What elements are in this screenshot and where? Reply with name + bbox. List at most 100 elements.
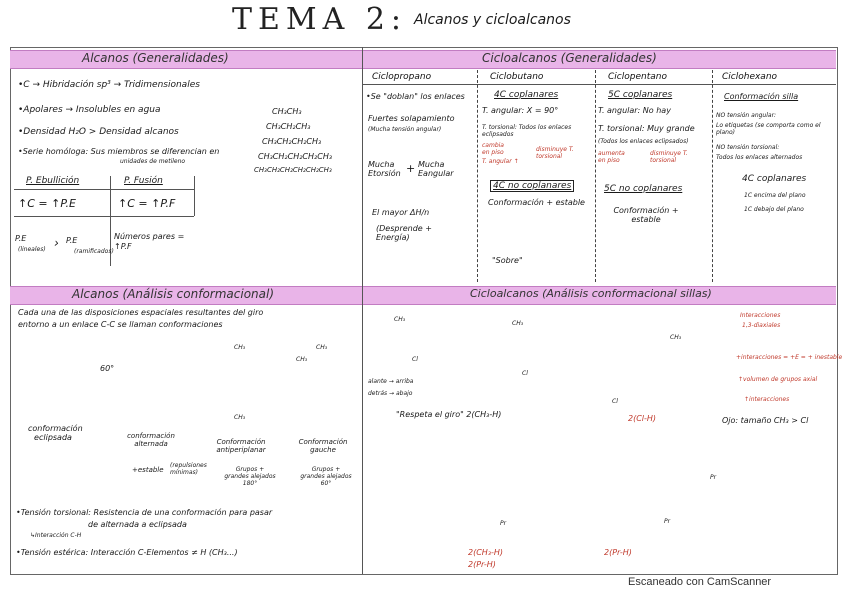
newman-repulsiones: (repulsiones mínimas) [170,462,207,476]
col-ciclopentano: Ciclopentano [608,72,667,82]
chair2-cl: Cl [612,398,618,405]
section-title-alcanos-conf: Alcanos (Análisis conformacional) [72,287,275,301]
cp-plus: + [406,162,416,175]
band-ciclo-gen [363,50,836,69]
pe-compare-b-sub: (ramificados) [74,248,114,255]
newman-label-antiperiplanar: Conformación antiperiplanar [216,438,266,454]
ch-a: Conformación silla [724,92,799,101]
scanner-footer: Escaneado con CamScanner [628,576,772,588]
cp-a: •Se "doblan" los enlaces [366,92,465,101]
alc-line-4b: unidades de metileno [120,158,186,165]
ch3-gauche-a: CH₃ [296,356,308,363]
newman-grupos-180: Grupos + grandes alejados 180° [224,466,276,487]
tension-torsional-2: de alternada a eclipsada [88,520,187,529]
conf-result-1: 2(Cl-H) [628,414,657,423]
newman-label-alternada: conformación alternada [127,432,175,448]
ch3-top-anti: CH₃ [234,344,246,351]
cb-e: T. angular ↑ [482,158,519,165]
tension-torsional: •Tensión torsional: Resistencia de una c… [16,508,273,517]
inter-1: Interacciones [740,312,781,319]
inter-3: +interacciones = +E = + inestable [736,354,843,361]
band-alcanos-conf [10,286,362,305]
cp-g: (Desprende + Energía) [376,224,432,242]
conf-result-3: 2(Pr-H) [468,560,496,569]
newman-angle-label: 60° [100,364,115,373]
cpe-f: disminuye T. torsional [650,150,688,164]
ch-e: Todos los enlaces alternados [716,154,803,161]
page-title: TEMA 2: [232,2,408,37]
formula-1: CH₃CH₃ [272,107,302,116]
pe-compare-gt: › [54,236,59,250]
pf-rule: ↑C = ↑P.F [118,197,176,210]
pe-compare-a: P.E [15,234,27,243]
cpe-g: 5C no coplanares [604,184,683,194]
pe-header: P. Ebullición [26,176,80,186]
ch-b: NO tensión angular: [716,112,777,119]
col-ciclopropano: Ciclopropano [372,72,432,82]
pares-rule: Números pares = ↑P.F [114,232,185,251]
formula-4: CH₃CH₂CH₂CH₂CH₃ [258,152,333,161]
ch-h: 1C debajo del plano [744,206,804,213]
alc-line-2: •Apolares → Insolubles en agua [18,105,161,115]
newman-label-eclipsada: conformación eclipsada [28,424,83,442]
conf-abajo: detrás → abajo [368,390,413,397]
ch3-gauche-b: CH₃ [316,344,328,351]
chair1-cl: Cl [522,370,528,377]
band-ciclo-conf [363,286,836,305]
formula-5: CH₃CH₂CH₂CH₂CH₂CH₃ [254,166,332,174]
conf-intro-2: entorno a un enlace C-C se llaman confor… [18,320,223,329]
cb-c: T. torsional: Todos los enlaces eclipsad… [482,124,572,138]
pe-compare-a-sub: (lineales) [18,246,46,253]
cp-b: Fuertes solapamiento [368,114,455,123]
conf-result-2: 2(CH₃-H) [468,548,504,557]
cpe-d: (Todos los enlaces eclipsados) [598,138,689,145]
ch3-bottom-anti: CH₃ [234,414,246,421]
newman-estable: +estable [132,466,164,474]
page-frame [10,47,838,575]
pe-compare-b: P.E [66,236,78,245]
chair4-pr-a: Pr [710,474,717,481]
inter-4: ↑volumen de grupos axial [738,376,818,383]
section-title-alcanos-gen: Alcanos (Generalidades) [82,51,229,65]
cb-i: "Sobre" [492,256,523,265]
cp-e: Mucha Eangular [418,160,454,178]
cp-c: (Mucha tensión angular) [368,126,442,133]
cpe-c: T. torsional: Muy grande [598,124,695,133]
formula-3: CH₃CH₂CH₂CH₃ [262,137,322,146]
inter-2: 1,3-diaxiales [742,322,781,329]
chair3-pr: Pr [500,520,507,527]
cpe-b: T. angular: No hay [598,106,671,115]
tension-torsional-3: ↳Interacción C-H [30,532,82,539]
cp-f: El mayor ΔH/n [372,208,430,217]
section-title-ciclo-gen: Cicloalcanos (Generalidades) [482,51,657,65]
chair-cl-small: Cl [412,356,418,363]
cb-d: cambia en piso [482,142,504,156]
pe-rule: ↑C = ↑P.E [18,197,76,210]
cpe-e: aumenta en piso [598,150,625,164]
col-ciclobutano: Ciclobutano [490,72,544,82]
conf-arriba: alante → arriba [368,378,414,385]
newman-grupos-60: Grupos + grandes alejados 60° [300,466,352,487]
conf-respeta: "Respeta el giro" 2(CH₃-H) [396,410,502,419]
cpe-h: Conformación + estable [613,206,679,224]
chair1-ch3: CH₃ [512,320,524,327]
ch-d: NO tensión torsional: [716,144,780,151]
conf-intro-1: Cada una de las disposiciones espaciales… [18,308,264,317]
cb-b: T. angular: X = 90° [482,106,559,115]
inter-6: Ojo: tamaño CH₃ > Cl [722,416,809,425]
alc-line-3: •Densidad H₂O > Densidad alcanos [18,127,179,137]
cb-g: 4C no coplanares [490,180,575,192]
cb-f: disminuye T. torsional [536,146,574,160]
conf-result-4: 2(Pr-H) [604,548,632,557]
chair2-ch3: CH₃ [670,334,682,341]
formula-2: CH₃CH₂CH₃ [266,122,311,131]
tension-sterica: •Tensión estérica: Interacción C-Element… [16,548,238,557]
page-subtitle: Alcanos y cicloalcanos [414,12,571,28]
band-alcanos-gen [10,50,362,69]
ch-g: 1C encima del plano [744,192,806,199]
alc-line-4: •Serie homóloga: Sus miembros se diferen… [18,147,220,156]
pf-header: P. Fusión [124,176,163,186]
ch-f: 4C coplanares [742,174,807,184]
chair4-pr-b: Pr [664,518,671,525]
cp-d: Mucha Etorsión [368,160,401,178]
